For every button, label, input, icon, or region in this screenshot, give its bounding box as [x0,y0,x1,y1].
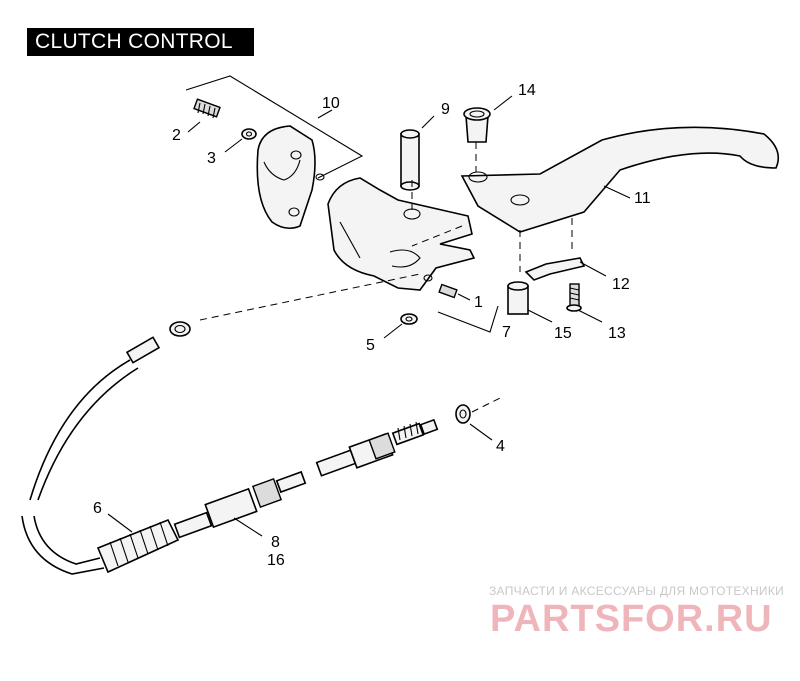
bracket-12 [524,257,586,281]
leader-14 [493,95,513,111]
watermark-tagline: ЗАПЧАСТИ И АКСЕССУАРЫ ДЛЯ МОТОТЕХНИКИ [489,584,785,598]
leader-6 [107,513,133,533]
leader-5 [383,323,403,339]
callout-2: 2 [172,127,181,144]
callout-13: 13 [608,325,626,342]
leader-10 [317,109,333,119]
bushing-15 [507,281,529,315]
nut-5 [400,313,418,325]
screw-2 [193,98,221,119]
leader-9 [421,115,435,129]
callout-5: 5 [366,337,375,354]
callout-15: 15 [554,325,572,342]
leader-2 [187,121,201,133]
callout-4: 4 [496,438,505,455]
diagram-title: CLUTCH CONTROL [27,28,254,56]
perch-7 [327,177,476,291]
bracket-7 [437,305,499,333]
setscrew-1 [438,283,458,299]
leader-1 [457,293,471,301]
callout-1: 1 [474,294,483,311]
callout-8: 8 [271,534,280,551]
watermark-logo: PARTSFOR.RU [490,598,773,640]
callout-16: 16 [267,552,285,569]
callout-14: 14 [518,82,536,99]
washer-3 [241,128,257,140]
callout-7: 7 [502,324,511,341]
clamp-10 [256,125,325,230]
screw-13 [566,283,582,312]
callout-11: 11 [634,190,651,207]
callout-9: 9 [441,101,450,118]
leader-4 [469,423,493,441]
leader-12 [579,261,607,277]
washer-4 [455,404,471,424]
leader-15 [527,309,553,323]
callout-12: 12 [612,276,630,293]
leader-13 [577,309,603,323]
leader-11 [603,185,631,199]
leader-8 [233,517,263,537]
cable-6 [21,321,307,575]
lever-11 [460,126,780,233]
callout-6: 6 [93,500,102,517]
leader-3 [224,138,243,153]
pin-9 [400,129,420,191]
callout-10: 10 [322,95,340,112]
adjuster-8 [315,418,439,477]
bushing-14 [463,107,491,143]
bracket-10 [185,75,364,179]
callout-3: 3 [207,150,216,167]
